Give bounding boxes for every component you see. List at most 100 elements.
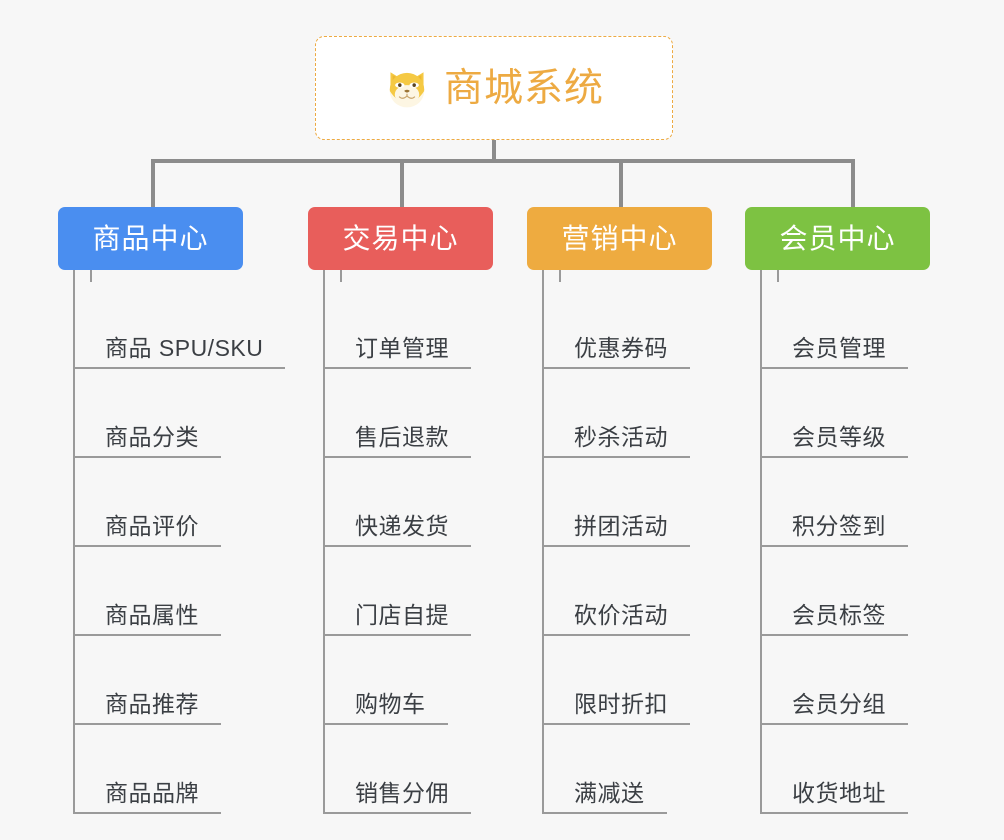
- leaf-label: 商品分类: [105, 423, 199, 450]
- leaf-underline: 商品推荐: [75, 690, 221, 725]
- branch-column-3: 营销中心 优惠券码 秒杀活动 拼团活动 砍价活动 限时折扣 满减送: [527, 207, 757, 814]
- branch-column-4: 会员中心 会员管理 会员等级 积分签到 会员标签 会员分组 收货地址: [745, 207, 975, 814]
- leaf-label: 积分签到: [792, 512, 886, 539]
- leaf-label: 秒杀活动: [574, 423, 668, 450]
- leaf-label: 订单管理: [355, 334, 449, 361]
- leaf-underline: 商品 SPU/SKU: [75, 335, 286, 369]
- category-header-4[interactable]: 会员中心: [745, 207, 930, 270]
- leaf-item[interactable]: 商品属性: [75, 547, 288, 636]
- connector-root-stem: [492, 140, 496, 162]
- leaf-underline: 商品分类: [75, 423, 221, 458]
- shiba-dog-face-icon: [384, 65, 430, 111]
- category-title-1: 商品中心: [92, 222, 209, 254]
- leaf-label: 快递发货: [355, 512, 449, 539]
- root-title: 商城系统: [443, 66, 604, 110]
- leaf-item[interactable]: 限时折扣: [544, 636, 757, 725]
- leaf-label: 商品属性: [105, 601, 199, 628]
- leaf-underline: 积分签到: [762, 512, 908, 547]
- root-node[interactable]: 商城系统: [315, 36, 673, 140]
- leaf-item[interactable]: 商品分类: [75, 369, 288, 458]
- leaf-underline: 砍价活动: [544, 601, 690, 636]
- leaf-item[interactable]: 收货地址: [762, 725, 975, 814]
- leaf-item[interactable]: 商品评价: [75, 458, 288, 547]
- leaf-item[interactable]: 优惠券码: [544, 280, 757, 369]
- leaf-label: 拼团活动: [574, 512, 668, 539]
- leaf-item[interactable]: 商品推荐: [75, 636, 288, 725]
- leaf-item[interactable]: 购物车: [325, 636, 538, 725]
- trunk-stub-1: [90, 266, 92, 282]
- leaf-item[interactable]: 售后退款: [325, 369, 538, 458]
- leaf-underline: 收货地址: [762, 779, 908, 814]
- leaf-label: 门店自提: [355, 601, 449, 628]
- connector-horizontal-bus: [151, 159, 854, 163]
- leaf-item[interactable]: 会员管理: [762, 280, 975, 369]
- leaf-item[interactable]: 会员等级: [762, 369, 975, 458]
- leaf-label: 砍价活动: [574, 601, 668, 628]
- leaf-underline: 门店自提: [325, 601, 471, 636]
- leaf-underline: 秒杀活动: [544, 423, 690, 458]
- leaf-label: 优惠券码: [574, 334, 668, 361]
- leaf-label: 会员管理: [792, 334, 886, 361]
- leaf-underline: 购物车: [325, 690, 448, 725]
- leaf-underline: 快递发货: [325, 512, 471, 547]
- branch-column-1: 商品中心 商品 SPU/SKU 商品分类 商品评价 商品属性 商品推荐 商品品牌: [58, 207, 288, 814]
- trunk-stub-4: [777, 266, 779, 282]
- leaf-underline: 会员分组: [762, 690, 908, 725]
- leaf-underline: 会员等级: [762, 423, 908, 458]
- leaf-label: 会员标签: [792, 601, 886, 628]
- connector-drop-4: [851, 159, 855, 208]
- leaf-item[interactable]: 订单管理: [325, 280, 538, 369]
- leaf-list-1: 商品 SPU/SKU 商品分类 商品评价 商品属性 商品推荐 商品品牌: [73, 266, 288, 814]
- leaf-label: 满减送: [574, 779, 645, 806]
- leaf-item[interactable]: 秒杀活动: [544, 369, 757, 458]
- connector-drop-2: [400, 159, 404, 208]
- leaf-underline: 商品属性: [75, 601, 221, 636]
- leaf-underline: 售后退款: [325, 423, 471, 458]
- branch-column-2: 交易中心 订单管理 售后退款 快递发货 门店自提 购物车 销售分佣: [308, 207, 538, 814]
- leaf-underline: 商品品牌: [75, 780, 221, 814]
- leaf-item[interactable]: 积分签到: [762, 458, 975, 547]
- leaf-item[interactable]: 门店自提: [325, 547, 538, 636]
- leaf-label: 商品评价: [105, 512, 199, 539]
- leaf-label: 限时折扣: [574, 690, 668, 717]
- leaf-label: 商品推荐: [105, 690, 199, 717]
- leaf-item[interactable]: 满减送: [544, 725, 757, 814]
- leaf-underline: 销售分佣: [325, 779, 471, 814]
- trunk-stub-2: [340, 266, 342, 282]
- leaf-underline: 优惠券码: [544, 334, 690, 369]
- leaf-list-4: 会员管理 会员等级 积分签到 会员标签 会员分组 收货地址: [760, 266, 975, 814]
- leaf-label: 收货地址: [792, 779, 886, 806]
- connector-drop-3: [619, 159, 623, 208]
- leaf-item[interactable]: 会员分组: [762, 636, 975, 725]
- leaf-label: 购物车: [355, 690, 426, 717]
- leaf-list-2: 订单管理 售后退款 快递发货 门店自提 购物车 销售分佣: [323, 266, 538, 814]
- leaf-label: 销售分佣: [355, 779, 449, 806]
- category-header-2[interactable]: 交易中心: [308, 207, 493, 270]
- leaf-item[interactable]: 会员标签: [762, 547, 975, 636]
- leaf-label: 会员等级: [792, 423, 886, 450]
- leaf-item[interactable]: 快递发货: [325, 458, 538, 547]
- leaf-underline: 会员标签: [762, 601, 908, 636]
- leaf-underline: 会员管理: [762, 334, 908, 369]
- leaf-underline: 商品评价: [75, 512, 221, 547]
- leaf-item[interactable]: 拼团活动: [544, 458, 757, 547]
- leaf-underline: 满减送: [544, 779, 667, 814]
- leaf-item[interactable]: 砍价活动: [544, 547, 757, 636]
- connector-drop-1: [151, 159, 155, 208]
- leaf-label: 售后退款: [355, 423, 449, 450]
- category-header-1[interactable]: 商品中心: [58, 207, 243, 270]
- leaf-item[interactable]: 商品 SPU/SKU: [75, 280, 288, 369]
- category-title-2: 交易中心: [342, 222, 459, 254]
- leaf-underline: 限时折扣: [544, 690, 690, 725]
- category-title-3: 营销中心: [561, 222, 678, 254]
- leaf-item[interactable]: 销售分佣: [325, 725, 538, 814]
- leaf-list-3: 优惠券码 秒杀活动 拼团活动 砍价活动 限时折扣 满减送: [542, 266, 757, 814]
- category-title-4: 会员中心: [779, 222, 896, 254]
- leaf-item[interactable]: 商品品牌: [75, 725, 288, 814]
- leaf-underline: 订单管理: [325, 334, 471, 369]
- trunk-stub-3: [559, 266, 561, 282]
- category-header-3[interactable]: 营销中心: [527, 207, 712, 270]
- leaf-label: 会员分组: [792, 690, 886, 717]
- leaf-underline: 拼团活动: [544, 512, 690, 547]
